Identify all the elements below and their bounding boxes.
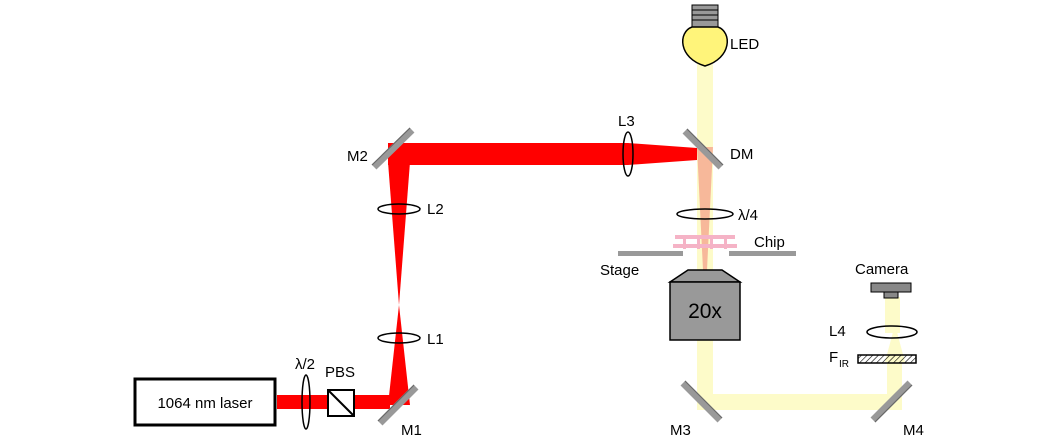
chip-label: Chip bbox=[754, 234, 785, 251]
led-label: LED bbox=[730, 36, 759, 53]
l1-label: L1 bbox=[427, 331, 444, 348]
quarter-wave-plate bbox=[676, 208, 734, 220]
laser-source: 1064 nm laser bbox=[133, 377, 277, 427]
half-wave-plate-label: λ/2 bbox=[295, 356, 315, 373]
ir-filter bbox=[857, 354, 917, 364]
dichroic-mirror bbox=[682, 128, 724, 170]
l3-label: L3 bbox=[618, 113, 635, 130]
mirror-m2 bbox=[371, 127, 415, 170]
lens-l4 bbox=[866, 325, 918, 339]
filter-label: F bbox=[829, 349, 838, 366]
l2-label: L2 bbox=[427, 201, 444, 218]
lens-l1 bbox=[377, 332, 421, 344]
lens-l2 bbox=[377, 203, 421, 215]
l4-label: L4 bbox=[829, 323, 846, 340]
lens-l3 bbox=[622, 131, 634, 177]
stage-label: Stage bbox=[600, 262, 639, 279]
camera-label: Camera bbox=[855, 261, 909, 278]
filter-subscript: IR bbox=[839, 359, 849, 370]
polarizing-beam-splitter bbox=[327, 389, 355, 417]
led-bulb-icon bbox=[682, 4, 728, 67]
objective-label: 20x bbox=[688, 300, 722, 323]
dm-label: DM bbox=[730, 146, 753, 163]
camera-icon bbox=[870, 282, 912, 299]
mirror-m1 bbox=[377, 384, 419, 426]
m1-label: M1 bbox=[401, 422, 422, 439]
sample-stage bbox=[618, 251, 796, 256]
m2-label: M2 bbox=[347, 148, 368, 165]
m3-label: M3 bbox=[670, 422, 691, 439]
m4-label: M4 bbox=[903, 422, 924, 439]
pbs-label: PBS bbox=[325, 364, 355, 381]
chip bbox=[673, 235, 737, 249]
half-wave-plate bbox=[301, 374, 311, 430]
quarter-wave-plate-label: λ/4 bbox=[738, 207, 758, 224]
laser-beam-path bbox=[277, 143, 697, 409]
laser-label: 1064 nm laser bbox=[157, 395, 252, 412]
objective-lens bbox=[667, 269, 743, 341]
mirror-m3 bbox=[680, 380, 723, 423]
mirror-m4 bbox=[870, 380, 913, 423]
